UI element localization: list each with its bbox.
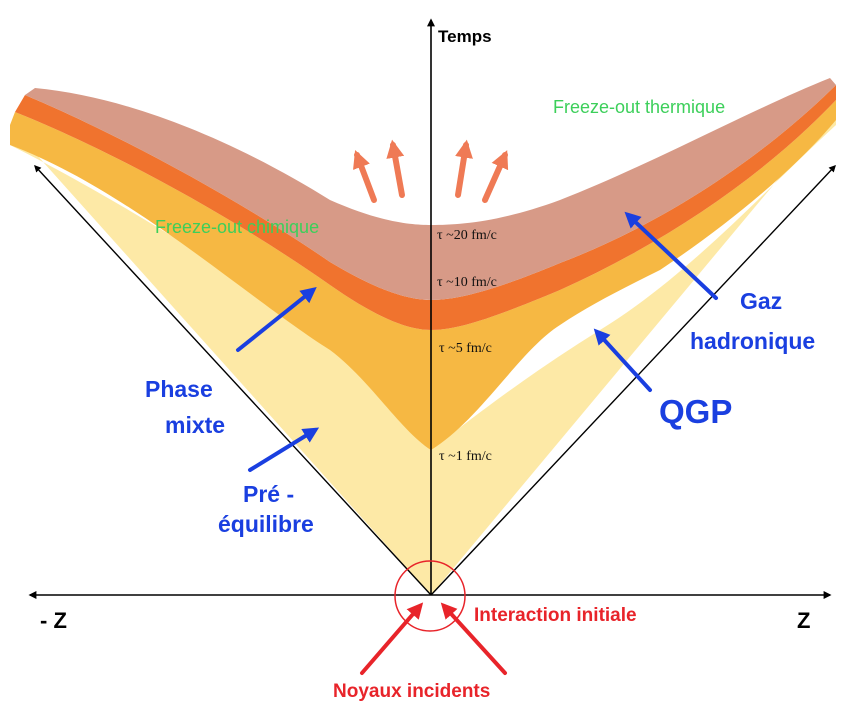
phase-label-line1: Phase — [145, 376, 213, 402]
emission-arrow — [386, 139, 405, 198]
z-label: Z — [797, 608, 810, 633]
pre-equilibrium-arrow — [248, 427, 320, 472]
hadron-gas-label-line1: Gaz — [740, 288, 782, 314]
tau-1-label: τ ~1 fm/c — [439, 449, 492, 464]
hadron-gas-label-line2: hadronique — [690, 328, 815, 354]
time-axis-label: Temps — [438, 27, 492, 46]
emission-arrow — [455, 139, 473, 198]
pre-equilibrium-label-line1: Pré - — [243, 481, 294, 507]
emission-arrow — [482, 150, 509, 203]
interaction-circle — [394, 560, 466, 632]
qgp-label: QGP — [659, 393, 732, 430]
freeze-out-thermal-label: Freeze-out thermique — [553, 97, 725, 117]
pre-equilibrium-region — [10, 110, 836, 595]
tau-5-label: τ ~5 fm/c — [439, 341, 492, 356]
mixed-phase-arrow — [236, 287, 317, 352]
light-cone-left — [34, 164, 432, 596]
incident-arrow-left — [360, 602, 424, 675]
emission-arrow — [353, 149, 377, 203]
tau-10-label: τ ~10 fm/c — [437, 275, 497, 290]
tau-20-label: τ ~20 fm/c — [437, 228, 497, 243]
pre-equilibrium-label-line2: équilibre — [218, 511, 314, 537]
hadron-gas-arrow — [624, 211, 718, 300]
emission-arrows — [353, 139, 509, 203]
light-cone-right — [430, 164, 836, 596]
phase-label-line2: mixte — [165, 412, 225, 438]
negative-z-label: - Z — [40, 608, 67, 633]
initial-interaction-label: Interaction initiale — [474, 605, 637, 626]
incident-nuclei-label: Noyaux incidents — [333, 681, 490, 702]
qgp-region — [10, 100, 836, 450]
incident-arrow-right — [440, 602, 507, 675]
qgp-arrow — [593, 328, 652, 392]
freeze-out-chemical-label: Freeze-out chimique — [155, 217, 319, 237]
